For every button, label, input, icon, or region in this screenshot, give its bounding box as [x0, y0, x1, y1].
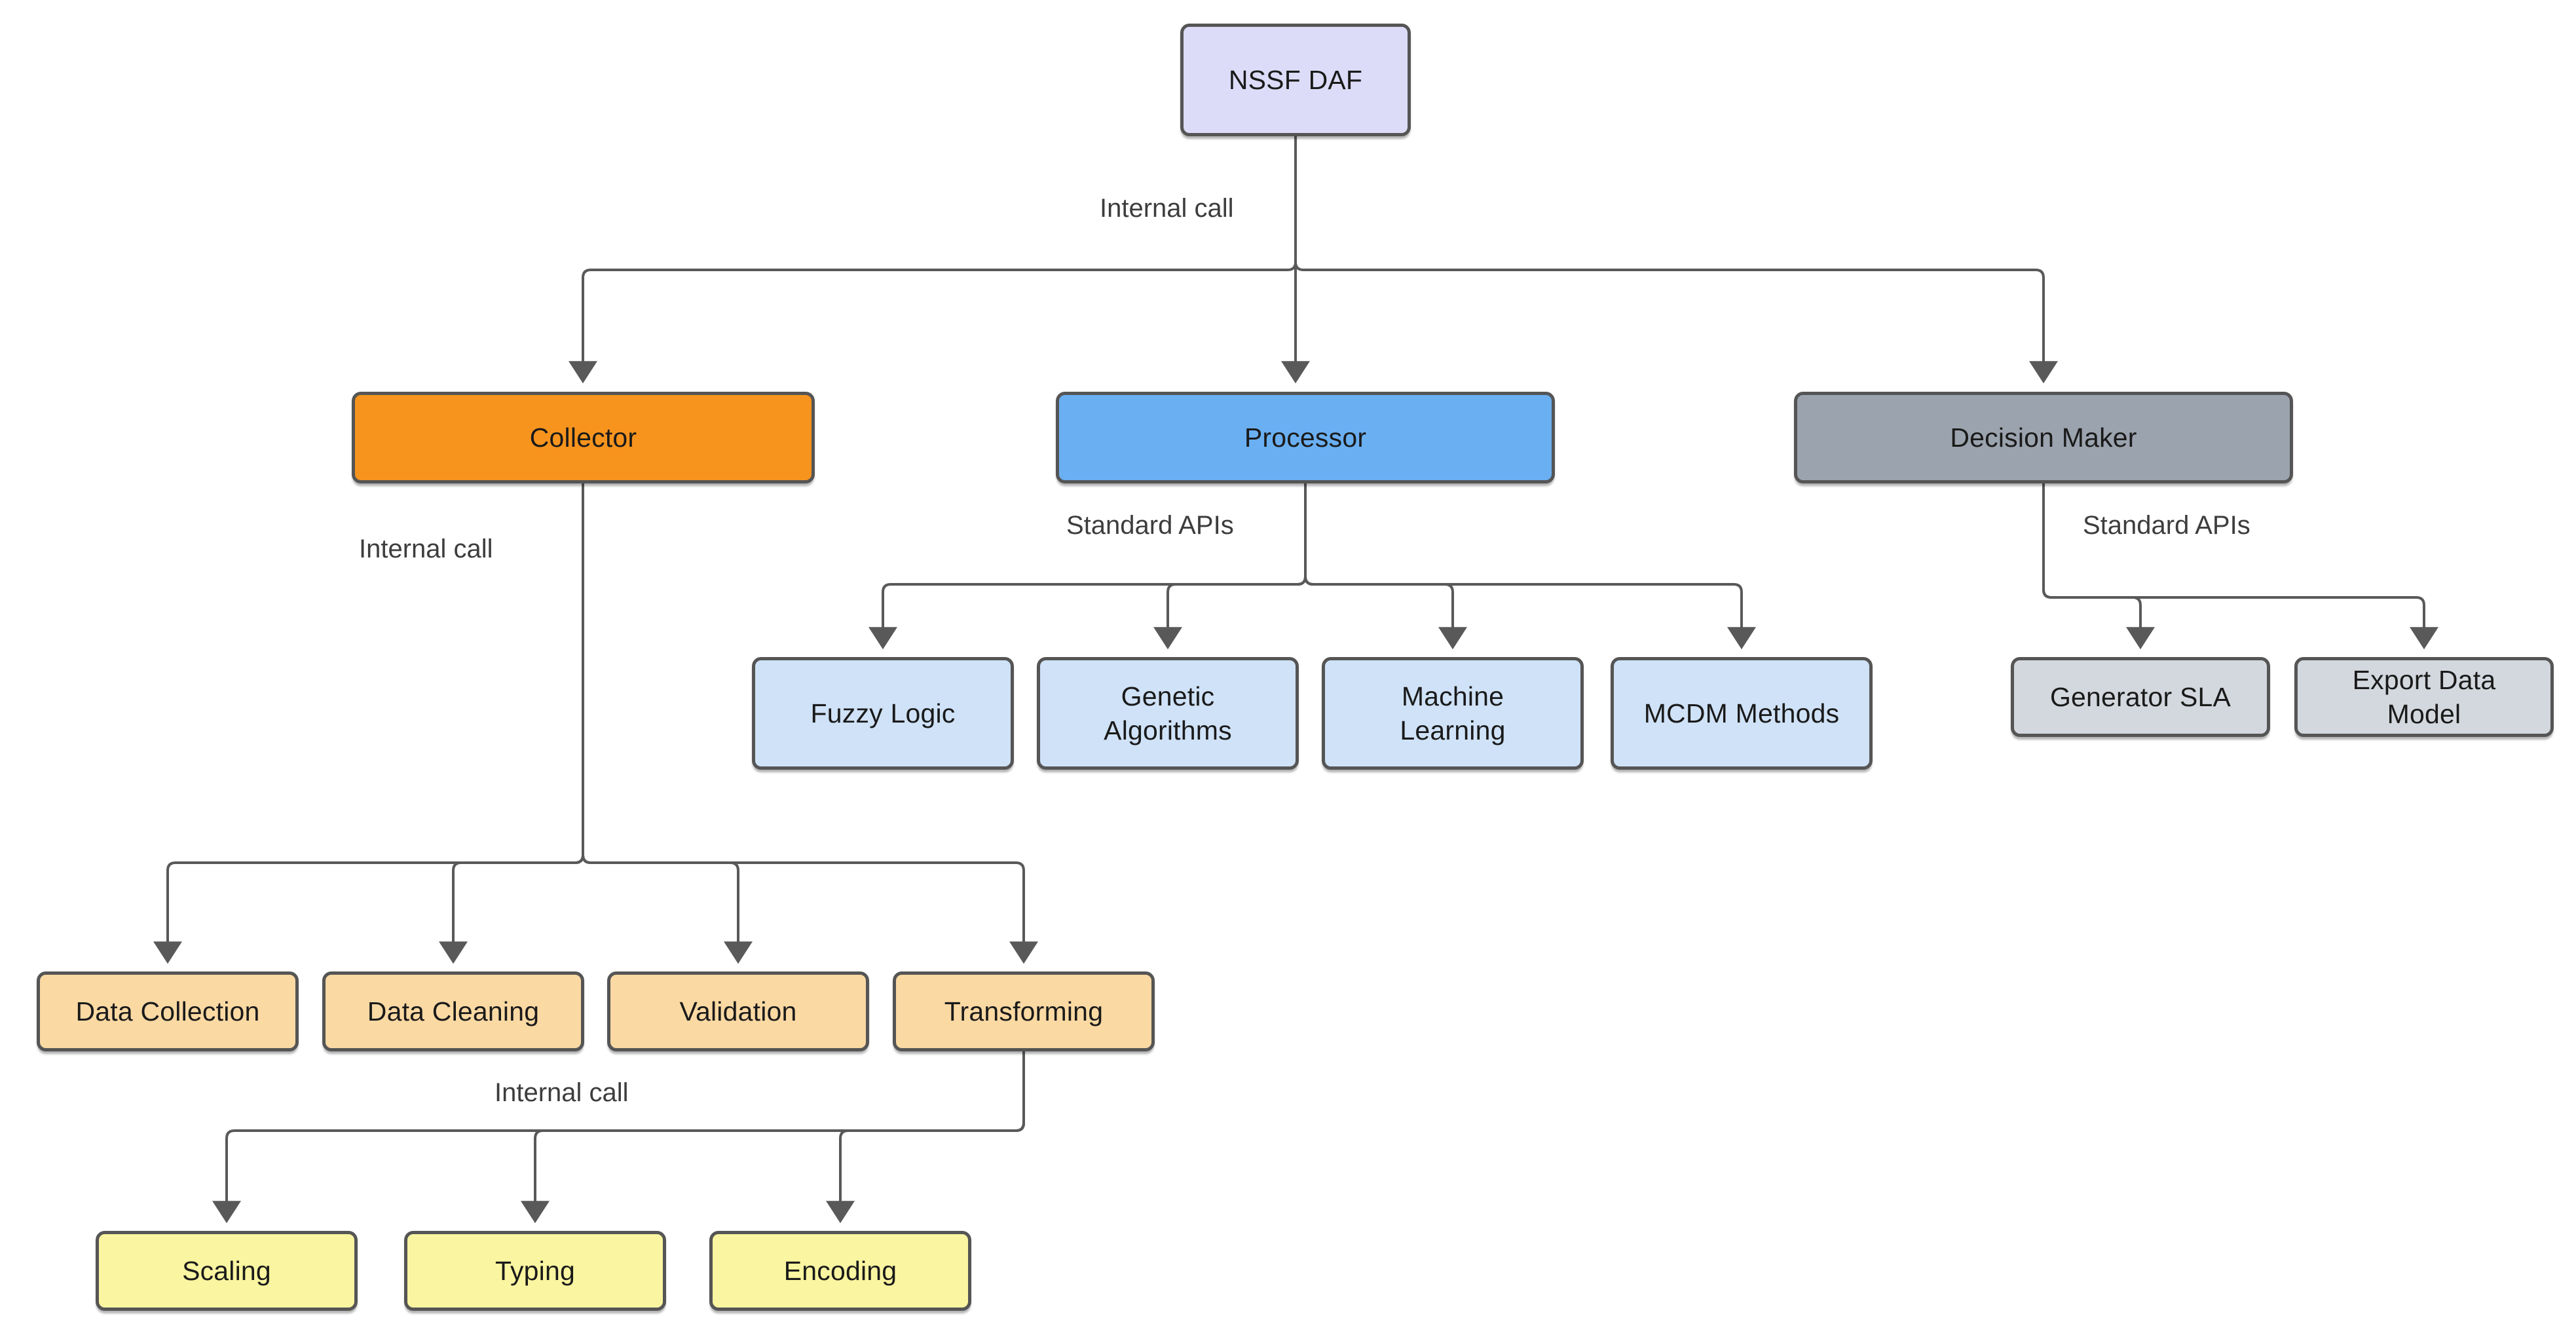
edge-decision-maker-to-generator-sla — [2042, 483, 2155, 650]
node-label: MCDM Methods — [1643, 698, 1840, 728]
node-scaling[interactable]: Scaling — [96, 1231, 358, 1311]
edge-label-collector-internal-call: Internal call — [359, 535, 493, 563]
node-label: Transforming — [944, 996, 1104, 1026]
edge-group-collector — [153, 483, 1038, 964]
node-transforming[interactable]: Transforming — [893, 971, 1155, 1051]
node-label: Genetic Algorithms — [1104, 681, 1232, 745]
node-label: Data Cleaning — [367, 996, 540, 1026]
edge-nssf-daf-to-decision-maker — [1294, 136, 2058, 384]
node-collector[interactable]: Collector — [352, 392, 815, 483]
edge-group-decision-maker — [2042, 483, 2438, 650]
node-label: Decision Maker — [1950, 422, 2137, 453]
edge-label-root-internal-call: Internal call — [1100, 194, 1234, 223]
edge-processor-to-mcdm-methods — [1304, 483, 1756, 650]
node-genetic-algorithms[interactable]: Genetic Algorithms — [1037, 657, 1299, 770]
node-nssf-daf[interactable]: NSSF DAF — [1180, 24, 1411, 136]
edge-group-transforming — [212, 1051, 1025, 1224]
node-label: NSSF DAF — [1228, 64, 1363, 95]
edge-transforming-to-typing — [521, 1051, 1025, 1224]
node-label: Generator SLA — [2049, 681, 2231, 712]
edge-label-processor-standard-apis: Standard APIs — [1066, 511, 1234, 540]
edge-transforming-to-scaling — [212, 1051, 1025, 1224]
edge-decision-maker-to-export-data-model — [2042, 483, 2438, 650]
node-label: Collector — [529, 422, 637, 453]
node-fuzzy-logic[interactable]: Fuzzy Logic — [752, 657, 1014, 770]
node-export-data-model[interactable]: Export Data Model — [2294, 657, 2554, 737]
node-data-cleaning[interactable]: Data Cleaning — [322, 971, 584, 1051]
node-label: Fuzzy Logic — [810, 698, 956, 728]
node-generator-sla[interactable]: Generator SLA — [2011, 657, 2270, 737]
node-label: Scaling — [182, 1255, 271, 1286]
edge-processor-to-fuzzy-logic — [868, 483, 1307, 650]
edge-processor-to-genetic-algorithms — [1153, 483, 1307, 650]
node-encoding[interactable]: Encoding — [709, 1231, 971, 1311]
node-data-collection[interactable]: Data Collection — [37, 971, 299, 1051]
node-label: Machine Learning — [1400, 681, 1506, 745]
node-processor[interactable]: Processor — [1056, 392, 1555, 483]
edge-label-transforming-internal-call: Internal call — [495, 1078, 629, 1107]
node-label: Processor — [1244, 422, 1367, 453]
edge-label-decision-standard-apis: Standard APIs — [2083, 511, 2250, 540]
node-label: Encoding — [783, 1255, 897, 1286]
edge-collector-to-validation — [582, 483, 753, 964]
node-mcdm-methods[interactable]: MCDM Methods — [1611, 657, 1873, 770]
node-decision-maker[interactable]: Decision Maker — [1794, 392, 2293, 483]
edge-collector-to-transforming — [582, 483, 1038, 964]
edge-group-root — [569, 136, 2058, 384]
node-label: Typing — [495, 1255, 575, 1286]
node-validation[interactable]: Validation — [607, 971, 869, 1051]
node-label: Validation — [679, 996, 797, 1026]
node-label: Export Data Model — [2352, 664, 2496, 729]
node-label: Data Collection — [75, 996, 260, 1026]
edge-group-processor — [868, 483, 1756, 650]
edge-processor-to-machine-learning — [1304, 483, 1467, 650]
edge-transforming-to-encoding — [826, 1051, 1025, 1224]
node-machine-learning[interactable]: Machine Learning — [1322, 657, 1584, 770]
edge-nssf-daf-to-collector — [569, 136, 1297, 384]
node-typing[interactable]: Typing — [404, 1231, 666, 1311]
